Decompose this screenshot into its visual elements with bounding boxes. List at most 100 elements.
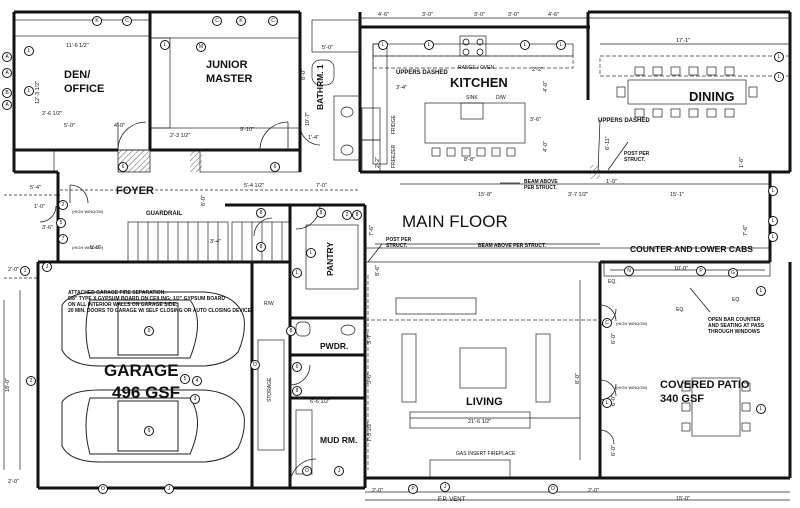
note-eq-2: EQ.: [732, 297, 741, 303]
note-window-2: (HIGH WINDOW): [616, 385, 648, 390]
grid-tag: L: [378, 40, 388, 50]
dim-kitchen-9: 3'-7 1/2": [568, 192, 589, 198]
note-fridge: FRIDGE: [391, 115, 397, 134]
grid-tag: 8: [256, 208, 266, 218]
note-bar-3: THROUGH WINDOWS: [708, 329, 760, 335]
note-fp-vent: F.P. VENT: [438, 497, 466, 503]
grid-tag: 5: [56, 218, 66, 228]
note-post-left: POST PER: [386, 237, 412, 243]
dim-top-4: 3'-0": [508, 12, 519, 18]
grid-tag: C: [122, 16, 132, 26]
grid-tag: L: [24, 86, 34, 96]
room-label-living: LIVING: [466, 396, 503, 408]
dim-patio-1: 6'-0": [611, 333, 617, 344]
grid-tag: L: [756, 404, 766, 414]
note-dw: D/W: [496, 95, 506, 101]
grid-tag: J: [334, 466, 344, 476]
dim-vertical-3: 8'-6": [375, 265, 381, 276]
dim-vertical-2: 7'-6": [743, 225, 749, 236]
dim-den-c: 4'-0": [114, 123, 125, 129]
grid-tag: L: [424, 40, 434, 50]
room-label-pantry: PANTRY: [325, 242, 335, 276]
garage-area: 496 GSF: [112, 383, 181, 402]
dim-living-4: 7'-5 1/2": [367, 421, 373, 442]
patio-area: 340 GSF: [660, 393, 705, 405]
room-label-garage: GARAGE: [104, 361, 179, 380]
room-label-mud: MUD RM.: [320, 435, 358, 445]
grid-tag: 2: [342, 210, 352, 220]
room-label-master: MASTER: [206, 73, 253, 85]
dim-jm-width: 9'-10": [240, 127, 255, 133]
dim-living-3: 8'-0": [575, 373, 581, 384]
grid-tag: 5: [180, 374, 190, 384]
grid-tag: L: [292, 268, 302, 278]
note-beam-main: BEAM ABOVE PER STRUCT.: [478, 243, 546, 249]
dim-f-6: 6'-0": [201, 195, 207, 206]
dim-kitchen-8: 6'-11": [605, 136, 611, 150]
dim-den-b: 5'-0": [64, 123, 75, 129]
grid-tag: C: [268, 16, 278, 26]
grid-tag: 8: [316, 208, 326, 218]
grid-tag: L: [768, 186, 778, 196]
grid-tag: P: [696, 266, 706, 276]
dim-bath-b: 10'-7": [305, 111, 311, 126]
note-bar-2: AND SEATING AT PASS: [708, 323, 765, 329]
thin-lines: [3, 17, 790, 501]
grid-tag: L: [756, 286, 766, 296]
dim-dining-1: 1'-6": [739, 157, 745, 168]
dim-bar-width: 10'-0": [674, 266, 689, 272]
dim-garage-side: 18'-0": [5, 377, 11, 392]
dim-top-2: 3'-0": [422, 12, 433, 18]
room-label-kitchen: KITCHEN: [450, 75, 508, 90]
note-beam-kitchen-2: PER STRUCT.: [524, 185, 557, 191]
dim-mud-width: 6'-6 1/2": [310, 399, 331, 405]
dim-patio-2: 6'-0": [611, 395, 617, 406]
grid-tag: 4: [192, 376, 202, 386]
dim-living-width: 21'-6 1/2": [468, 419, 492, 425]
grid-tag: C: [602, 318, 612, 328]
grid-tag: G: [728, 268, 738, 278]
dim-foyer-1: 5'-4 1/2": [244, 183, 265, 189]
dim-vertical-1: 7'-6": [369, 225, 375, 236]
dim-kitchen-10: 1'-0": [606, 179, 617, 185]
grid-tag: 7: [58, 234, 68, 244]
dim-bottom-2: 2'-0": [588, 488, 599, 494]
dim-jm-a: 2'-3 1/2": [170, 133, 191, 139]
grid-tag: L: [768, 216, 778, 226]
note-uppers-kitchen: UPPERS DASHED: [396, 70, 448, 76]
note-guardrail: GUARDRAIL: [146, 211, 182, 217]
room-label-bath: BATHRM. 1: [315, 64, 325, 110]
dim-kitchen-7: 2'-2": [375, 157, 381, 168]
grid-tag: N: [624, 266, 634, 276]
counter-label: COUNTER AND LOWER CABS: [630, 244, 753, 254]
dim-garage-bottom: 2'-0": [8, 479, 19, 485]
dim-dining-run: 15'-1": [670, 192, 685, 198]
grid-tag: L: [768, 232, 778, 242]
dining-chairs: [616, 66, 758, 118]
grid-tag: O: [548, 484, 558, 494]
leader-lines: [367, 119, 711, 313]
grid-tag: 8: [292, 386, 302, 396]
grid-tag: L: [520, 40, 530, 50]
dim-kitchen-2: 2'-2": [532, 67, 543, 73]
note-post-right-2: STRUCT.: [624, 157, 646, 163]
dim-living-1: 3'-7": [367, 333, 373, 344]
grid-tag: 6: [292, 362, 302, 372]
dim-patio-3: 6'-0": [611, 445, 617, 456]
grid-tag: L: [24, 46, 34, 56]
note-garage-2: 5/8" TYPE X GYPSUM BOARD ON CEILING; 1/2…: [68, 296, 225, 302]
grid-tag: J: [440, 482, 450, 492]
grid-tag: 6: [118, 162, 128, 172]
grid-tag: 8: [286, 326, 296, 336]
grid-tag: L: [774, 52, 784, 62]
dim-f-4: 3'-4": [210, 239, 221, 245]
dim-f-5: 5'-0": [90, 245, 101, 251]
dashed-lines: [365, 55, 791, 470]
grid-tag: A: [2, 68, 12, 78]
dim-kitchen-run: 15'-8": [478, 192, 493, 198]
note-window-1: (HIGH WINDOW): [616, 321, 648, 326]
grid-tag: K: [92, 16, 102, 26]
grid-tag: C: [212, 16, 222, 26]
note-bar-1: OPEN BAR COUNTER: [708, 317, 761, 323]
